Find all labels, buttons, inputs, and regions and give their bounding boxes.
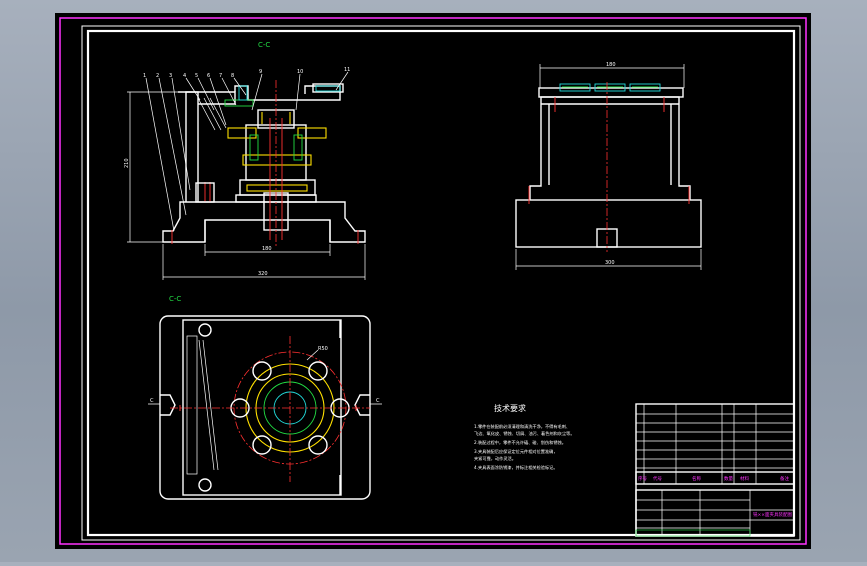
bom-col-qty: 数量 — [724, 475, 733, 482]
bom-col-name: 名称 — [692, 475, 701, 482]
tech-note-1: 1.零件在装配前必须清理和清洗干净，不得有毛刺、 — [474, 423, 570, 430]
section-label-top: C-C — [258, 41, 270, 49]
tech-note-3: 2.装配过程中，零件不允许磕、碰、划伤和锈蚀。 — [474, 439, 566, 446]
leader-5: 5 — [195, 73, 198, 79]
dim-base-inner: 180 — [262, 246, 272, 252]
dim-width-right-top: 180 — [606, 62, 616, 68]
sheet-background — [55, 13, 811, 549]
leader-6: 6 — [207, 73, 210, 79]
plan-marker-left: C — [150, 398, 154, 404]
bom-col-remark: 备注 — [780, 475, 789, 482]
leader-3: 3 — [169, 73, 172, 79]
bom-col-code: 代号 — [653, 475, 662, 482]
tech-note-6: 4.夹具表面涂防锈漆，并标注相关检验标记。 — [474, 464, 558, 471]
title-block: 序号 代号 名称 数量 材料 备注 铣××面夹具装配图 — [635, 403, 795, 537]
leader-11: 11 — [344, 67, 350, 73]
tech-title: 技术要求 — [494, 403, 526, 413]
plan-view: C-C C C R50 — [148, 295, 382, 500]
leader-2: 2 — [156, 73, 159, 79]
bom-col-material: 材料 — [740, 475, 749, 482]
dim-height-left: 210 — [124, 158, 130, 168]
tech-note-4: 3.夹具装配后应保证定位元件相对位置准确， — [474, 448, 558, 455]
tech-note-2: 飞边、氧化皮、锈蚀、切屑、油污、着色剂和灰尘等。 — [474, 430, 575, 437]
plan-marker-right: C — [376, 398, 380, 404]
outer-frame — [81, 25, 801, 541]
tech-notes: 技术要求 1.零件在装配前必须清理和清洗干净，不得有毛刺、 飞边、氧化皮、锈蚀、… — [474, 403, 575, 471]
inner-frame — [86, 29, 796, 537]
bom-col-no: 序号 — [638, 475, 647, 482]
dim-base-width: 320 — [258, 271, 268, 277]
leader-8: 8 — [231, 73, 234, 79]
leader-1: 1 — [143, 73, 146, 79]
drawing-name: 铣××面夹具装配图 — [753, 511, 793, 518]
section-label-plan: C-C — [169, 295, 181, 303]
leader-10: 10 — [297, 69, 303, 75]
tech-note-5: 夹紧可靠，动作灵活。 — [474, 455, 516, 462]
sheet-border — [59, 17, 807, 545]
leader-4: 4 — [183, 73, 186, 79]
side-view: 180 300 — [515, 62, 702, 270]
leader-9: 9 — [259, 69, 262, 75]
dim-width-right-base: 300 — [605, 260, 615, 266]
front-section-view: C-C 210 180 — [124, 41, 366, 280]
dim-plan-radius: R50 — [318, 346, 328, 352]
leader-7: 7 — [219, 73, 222, 79]
